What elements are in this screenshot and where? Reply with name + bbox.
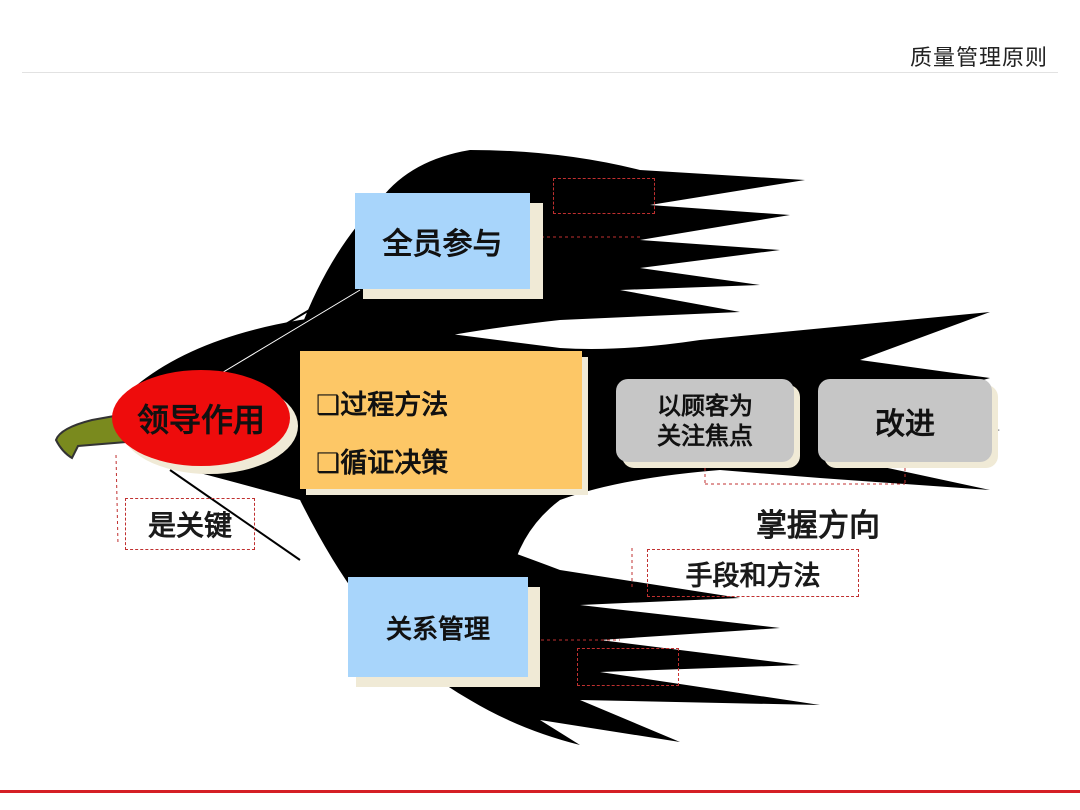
leadership-label: 领导作用 (112, 370, 290, 466)
key-note: 是关键 (125, 498, 255, 550)
means-label: 手段和方法 (647, 549, 859, 597)
lower-wing-marker (577, 648, 679, 686)
improvement-box: 改进 (818, 379, 992, 462)
evidence-decision-item: ❑循证决策 (316, 448, 449, 479)
page-title: 质量管理原则 (909, 46, 1048, 71)
customer-focus-box: 以顾客为 关注焦点 (616, 379, 794, 462)
leadership-bubble: 领导作用 (112, 370, 298, 474)
footer-accent-line (0, 790, 1080, 793)
header-divider (22, 72, 1058, 73)
direction-label: 掌握方向 (756, 508, 880, 544)
process-decision-box: ❑过程方法 ❑循证决策 (300, 351, 582, 489)
process-approach-item: ❑过程方法 (316, 390, 449, 421)
relationship-management-box: 关系管理 (348, 577, 528, 677)
customer-focus-line2: 关注焦点 (657, 421, 753, 450)
participation-box: 全员参与 (355, 193, 530, 289)
upper-wing-marker (553, 178, 655, 214)
customer-focus-line1: 以顾客为 (657, 391, 753, 420)
